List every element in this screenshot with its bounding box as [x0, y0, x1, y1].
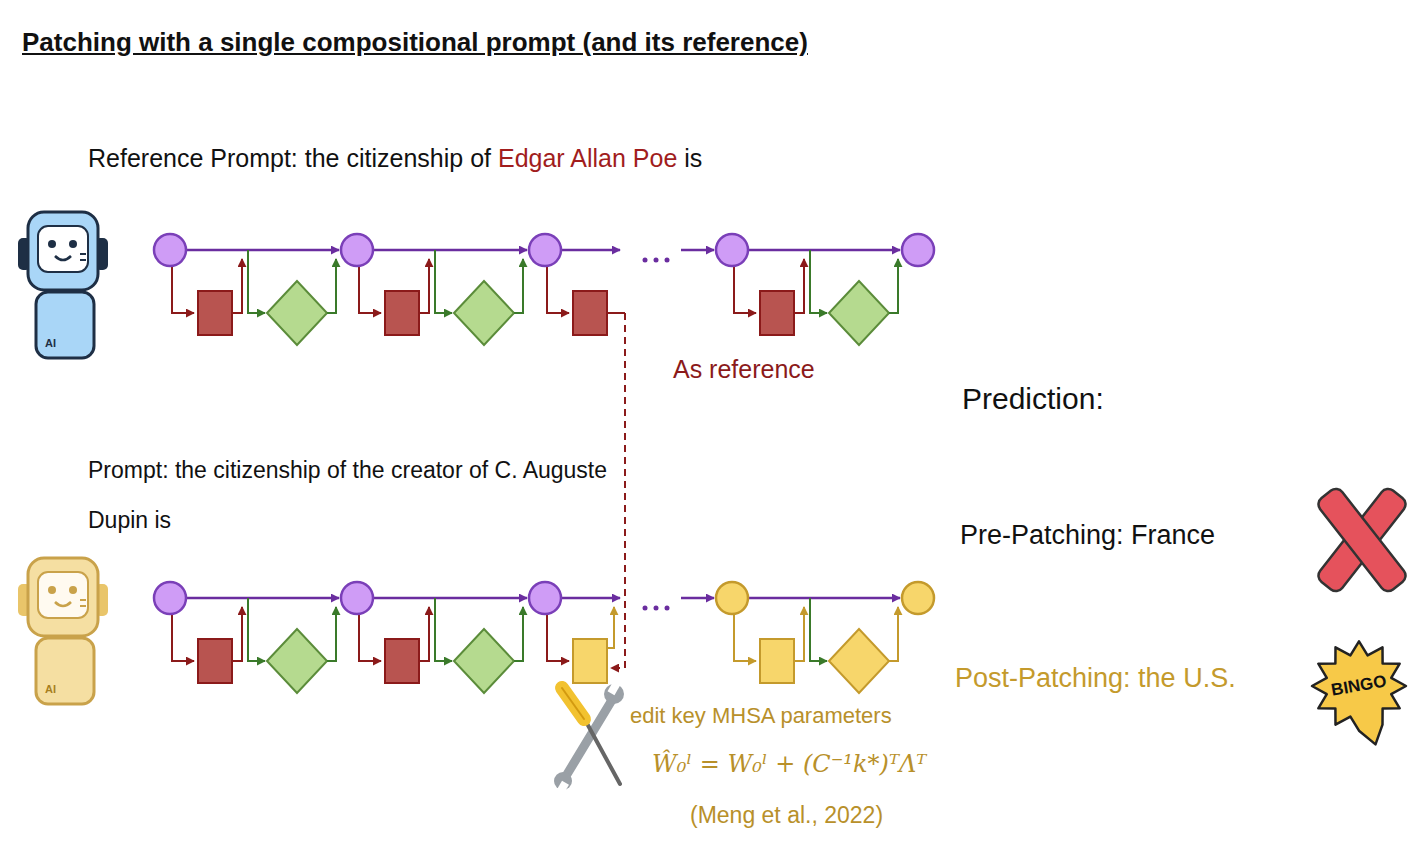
prompt-text: Reference Prompt: the citizenship of: [88, 144, 491, 173]
subject-text: Edgar Allan Poe: [498, 144, 677, 173]
svg-path: [748, 597, 900, 600]
svg-path: [681, 249, 714, 252]
svg-circle: [716, 582, 748, 614]
robot-icon: [18, 212, 108, 358]
svg-use: [172, 598, 336, 693]
svg-circle: [716, 234, 748, 266]
svg-path: [607, 607, 614, 648]
svg-circle: [643, 258, 648, 263]
robot-badge: AI: [45, 683, 56, 695]
svg-circle: [665, 258, 670, 263]
svg-circle: [341, 234, 373, 266]
reference-prompt-line: Reference Prompt: the citizenship ofEdga…: [88, 144, 702, 173]
svg-rect: [1315, 486, 1408, 595]
svg-path: [547, 266, 569, 313]
tools-icon: [554, 681, 624, 794]
wrong-mark: [1315, 486, 1408, 595]
svg-use: [172, 250, 336, 345]
svg-circle: [154, 582, 186, 614]
svg-line: [562, 688, 584, 719]
svg-path: [55, 602, 71, 606]
svg-path: [748, 249, 900, 252]
prompt-text: Prompt: the citizenship of the creator o…: [88, 445, 608, 545]
svg-path: [186, 597, 339, 600]
svg-rect: [28, 212, 98, 290]
svg-path: [607, 312, 625, 314]
svg-circle: [48, 240, 56, 248]
svg-path: [80, 254, 86, 260]
svg-line: [584, 718, 620, 784]
svg-circle: [154, 234, 186, 266]
svg-path: [681, 597, 714, 600]
svg-circle: [48, 586, 56, 594]
svg-circle: [341, 582, 373, 614]
svg-circle: [643, 606, 648, 611]
svg-use: [359, 250, 523, 345]
svg-rect: [573, 291, 607, 335]
svg-circle: [529, 582, 561, 614]
svg-path: [80, 600, 86, 606]
svg-rect: [38, 572, 88, 618]
patched-network: [154, 582, 934, 693]
prediction-heading: Prediction:: [962, 382, 1104, 416]
svg-circle: [902, 234, 934, 266]
svg-circle: [69, 240, 77, 248]
prediction-text: Post-Patching: the U.S.: [955, 663, 1236, 694]
svg-path: [561, 249, 620, 252]
reference-network: [154, 234, 934, 345]
robot-badge: AI: [45, 337, 56, 349]
svg-path: [55, 256, 71, 260]
formula-text: Ŵ₀ˡ = W₀ˡ + (C⁻¹k*)ᵀΛᵀ: [652, 750, 926, 778]
svg-path: [561, 597, 620, 600]
svg-use: [734, 250, 898, 345]
svg-rect: [573, 639, 607, 683]
svg-use: [734, 598, 898, 693]
diagram-title: Patching with a single compositional pro…: [22, 27, 808, 58]
svg-circle: [902, 582, 934, 614]
svg-circle: [69, 586, 77, 594]
citation-text: (Meng et al., 2022): [690, 802, 883, 829]
annotation-text: edit key MHSA parameters: [630, 703, 892, 729]
svg-path: [373, 249, 527, 252]
annotation-text: As reference: [673, 355, 815, 384]
svg-rect: [557, 781, 569, 794]
svg-use: [359, 598, 523, 693]
svg-path: [373, 597, 527, 600]
svg-rect: [36, 292, 94, 358]
prediction-text: Pre-Patching: France: [960, 520, 1215, 551]
robot-icon: [18, 558, 108, 704]
svg-line: [562, 688, 584, 719]
svg-rect: [38, 226, 88, 272]
svg-rect: [1315, 486, 1408, 595]
svg-rect: [28, 558, 98, 636]
starburst-shape: [1312, 641, 1406, 744]
svg-rect: [36, 638, 94, 704]
svg-path: [547, 614, 569, 661]
svg-circle: [529, 234, 561, 266]
prompt-text: is: [684, 144, 702, 173]
svg-circle: [654, 606, 659, 611]
svg-path: [186, 249, 339, 252]
svg-circle: [665, 606, 670, 611]
starburst-badge: BINGO: [1310, 632, 1408, 752]
svg-circle: [654, 258, 659, 263]
svg-rect: [608, 681, 621, 695]
